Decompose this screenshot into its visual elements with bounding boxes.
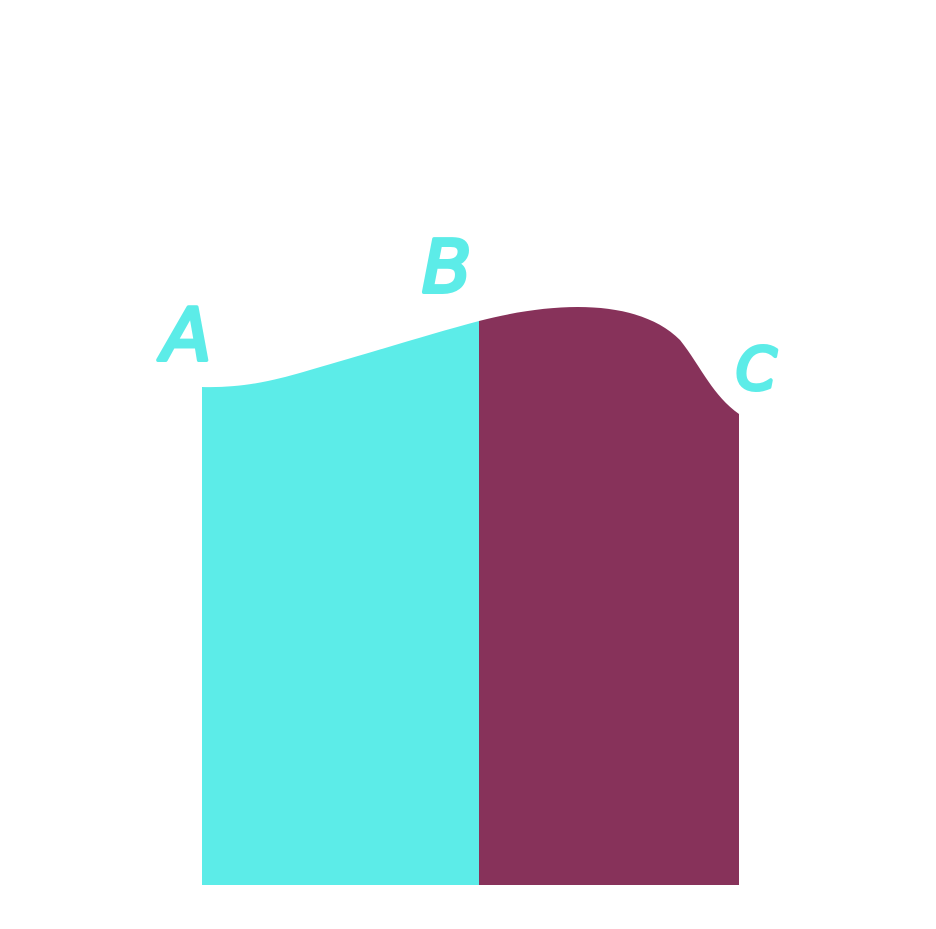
label-c: C [736,335,777,403]
left-region [202,321,479,885]
label-b: B [422,225,471,309]
label-a: A [158,293,211,377]
right-region [479,307,739,885]
